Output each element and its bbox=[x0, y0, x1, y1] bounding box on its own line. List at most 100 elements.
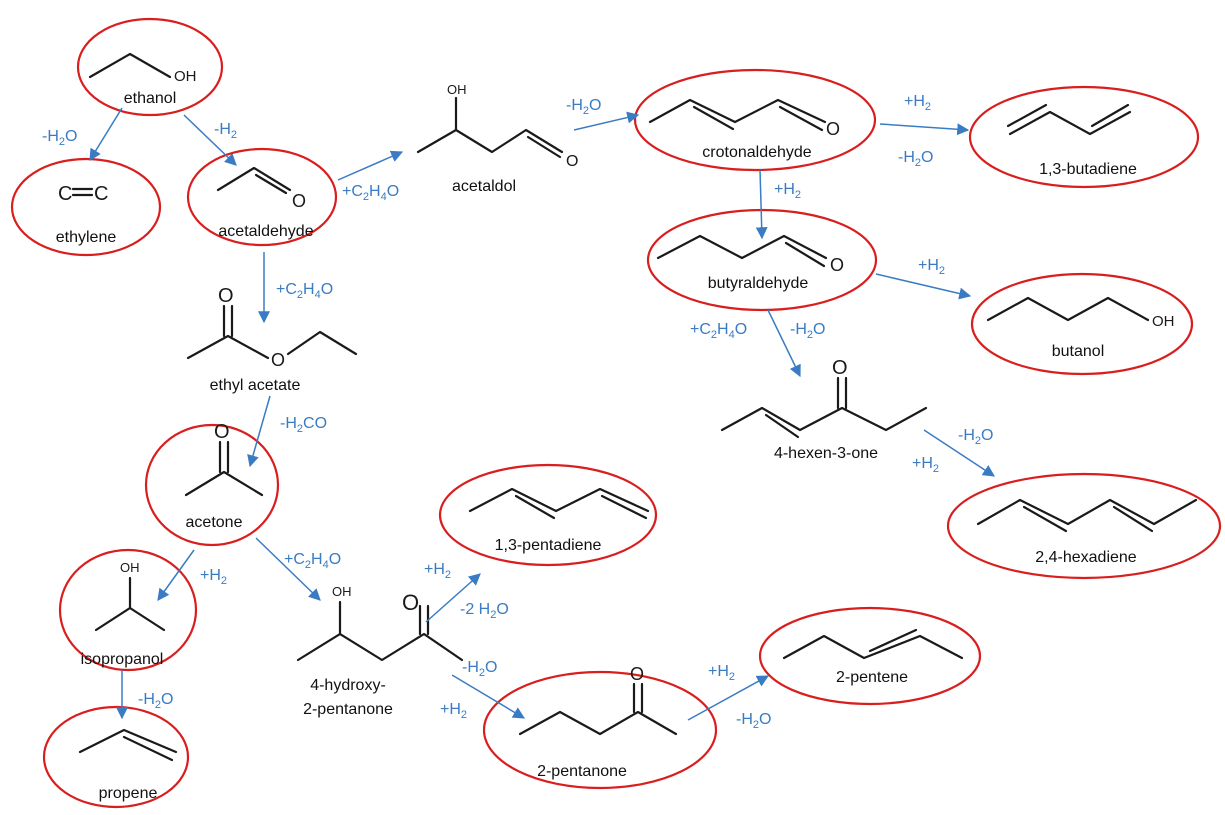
ethylene-c2-label: C bbox=[94, 183, 108, 205]
cond-acetaldehyde-ethyl-acetate: +C2H4O bbox=[276, 281, 333, 301]
cond-acetaldehyde-acetaldol: +C2H4O bbox=[342, 183, 399, 203]
crotonaldehyde-alkene-bond bbox=[692, 105, 735, 131]
ethanol-node[interactable]: OH ethanol bbox=[76, 17, 224, 117]
isopropanol-label: isopropanol bbox=[81, 651, 164, 668]
acetone-skeleton bbox=[184, 470, 264, 497]
pentene-node[interactable]: 2-pentene bbox=[758, 606, 982, 706]
acetaldol-oh-label: OH bbox=[447, 82, 467, 97]
isopropanol-skeleton bbox=[94, 606, 166, 632]
hexadiene-ring bbox=[946, 472, 1222, 580]
cond-pentanone-pentene-h2o: -H2O bbox=[736, 711, 771, 731]
arrow-ethanol-to-acetaldehyde bbox=[183, 114, 237, 166]
hexadiene-alkene-bond-2 bbox=[1112, 505, 1154, 533]
acetaldehyde-skeleton bbox=[216, 166, 292, 192]
cond-hexenone-hexadiene-h2: +H2 bbox=[912, 455, 939, 475]
ethanol-ring bbox=[76, 17, 224, 117]
hexenone-label: 4-hexen-3-one bbox=[774, 445, 878, 462]
ethyl-acetate-acyl-skeleton bbox=[186, 334, 270, 360]
reaction-conditions: -H2O -H2 +C2H4O -H2O +H2 -H2O +H2 +H2 +C… bbox=[42, 93, 993, 731]
isopropanol-node[interactable]: OH isopropanol bbox=[58, 548, 198, 672]
cond-isopropanol-propene: -H2O bbox=[138, 691, 173, 711]
propene-skeleton bbox=[78, 728, 178, 754]
butadiene-skeleton bbox=[1008, 110, 1132, 136]
pentene-label: 2-pentene bbox=[836, 669, 908, 686]
pentanone-ring bbox=[482, 670, 718, 790]
pentadiene-node[interactable]: 1,3-pentadiene bbox=[438, 463, 658, 567]
arrow-crotonaldehyde-to-butadiene bbox=[879, 123, 970, 136]
cond-butyraldehyde-hexenone-c2h4o: +C2H4O bbox=[690, 321, 747, 341]
hexenone-alkene-bond bbox=[764, 413, 800, 439]
crotonaldehyde-label: crotonaldehyde bbox=[702, 144, 812, 161]
butadiene-ring bbox=[968, 85, 1200, 189]
pentadiene-alkene-bond-2 bbox=[600, 494, 648, 520]
butyraldehyde-ring bbox=[646, 208, 878, 312]
arrow-crotonaldehyde-to-butyraldehyde bbox=[755, 169, 768, 240]
butanol-ring bbox=[970, 272, 1194, 376]
ethyl-acetate-o-ester-label: O bbox=[271, 350, 285, 370]
cond-butyraldehyde-hexenone-h2o: -H2O bbox=[790, 321, 825, 341]
ethylene-ring bbox=[10, 157, 162, 257]
ethyl-acetate-node[interactable]: O O ethyl acetate bbox=[186, 285, 358, 394]
butyraldehyde-o-label: O bbox=[830, 255, 844, 275]
crotonaldehyde-carbonyl-bond bbox=[778, 105, 824, 132]
arrow-butyraldehyde-to-hexenone bbox=[767, 309, 801, 378]
acetone-node[interactable]: O acetone bbox=[144, 421, 280, 547]
cond-hydroxypentanone-pentanone-h2o: -H2O bbox=[462, 659, 497, 679]
butadiene-alkene-bond-2 bbox=[1090, 103, 1130, 128]
pentadiene-ring bbox=[438, 463, 658, 567]
cond-hydroxypentanone-pentadiene-h2o: -2 H2O bbox=[460, 601, 509, 621]
acetaldehyde-ring bbox=[186, 147, 338, 247]
acetaldol-o-label: O bbox=[566, 153, 578, 170]
isopropanol-ring bbox=[58, 548, 198, 672]
ethylene-node[interactable]: C C ethylene bbox=[10, 157, 162, 257]
acetaldehyde-node[interactable]: O acetaldehyde bbox=[186, 147, 338, 247]
cond-butyraldehyde-butanol: +H2 bbox=[918, 257, 945, 277]
acetaldehyde-label: acetaldehyde bbox=[218, 223, 313, 240]
hydroxypentanone-o-label: O bbox=[402, 590, 419, 615]
cond-hexenone-hexadiene-h2o: -H2O bbox=[958, 427, 993, 447]
hexenone-o-label: O bbox=[832, 357, 848, 379]
hydroxypentanone-label-line1: 4-hydroxy- bbox=[310, 677, 386, 694]
hexadiene-node[interactable]: 2,4-hexadiene bbox=[946, 472, 1222, 580]
pentanone-node[interactable]: O 2-pentanone bbox=[482, 664, 718, 790]
arrow-acetaldol-to-crotonaldehyde bbox=[573, 111, 640, 131]
ethanol-label: ethanol bbox=[124, 90, 177, 107]
pentadiene-label: 1,3-pentadiene bbox=[495, 537, 602, 554]
cond-crotonaldehyde-butadiene-h2o: -H2O bbox=[898, 149, 933, 169]
butanol-label: butanol bbox=[1052, 343, 1105, 360]
cond-ethyl-acetate-acetone: -H2CO bbox=[280, 415, 327, 435]
cond-ethanol-ethylene: -H2O bbox=[42, 128, 77, 148]
hexenone-node[interactable]: O 4-hexen-3-one bbox=[720, 357, 928, 462]
pentanone-label: 2-pentanone bbox=[537, 763, 627, 780]
arrow-butyraldehyde-to-butanol bbox=[875, 273, 972, 300]
hexadiene-alkene-bond-1 bbox=[1022, 505, 1068, 533]
propene-alkene-bond bbox=[122, 735, 174, 762]
acetaldehyde-o-label: O bbox=[292, 191, 306, 211]
ethanol-skeleton bbox=[88, 52, 172, 79]
acetone-o-label: O bbox=[214, 421, 230, 443]
hydroxypentanone-oh-label: OH bbox=[332, 584, 352, 599]
butadiene-node[interactable]: 1,3-butadiene bbox=[968, 85, 1200, 189]
acetaldol-label: acetaldol bbox=[452, 178, 516, 195]
propene-ring bbox=[42, 705, 190, 809]
hydroxypentanone-label-line2: 2-pentanone bbox=[303, 701, 393, 718]
butadiene-label: 1,3-butadiene bbox=[1039, 161, 1137, 178]
arrow-acetone-to-isopropanol bbox=[157, 549, 195, 601]
butyraldehyde-node[interactable]: O butyraldehyde bbox=[646, 208, 878, 312]
pentene-skeleton bbox=[782, 634, 964, 660]
butanol-skeleton bbox=[986, 296, 1150, 322]
ethyl-acetate-ethyl-skeleton bbox=[286, 330, 358, 356]
hydroxypentanone-node[interactable]: OH O 4-hydroxy- 2-pentanone bbox=[296, 584, 464, 718]
acetaldol-node[interactable]: OH O acetaldol bbox=[416, 82, 578, 195]
crotonaldehyde-skeleton bbox=[648, 98, 827, 124]
crotonaldehyde-node[interactable]: O crotonaldehyde bbox=[633, 68, 877, 172]
arrow-acetaldehyde-to-acetaldol bbox=[337, 150, 404, 181]
arrow-acetone-to-hydroxypentanone bbox=[255, 537, 321, 601]
acetaldol-skeleton bbox=[416, 128, 564, 154]
cond-ethanol-acetaldehyde: -H2 bbox=[214, 121, 237, 141]
ethylene-c1-label: C bbox=[58, 183, 72, 205]
hexenone-skeleton bbox=[720, 406, 928, 432]
propene-node[interactable]: propene bbox=[42, 705, 190, 809]
butanol-node[interactable]: OH butanol bbox=[970, 272, 1194, 376]
